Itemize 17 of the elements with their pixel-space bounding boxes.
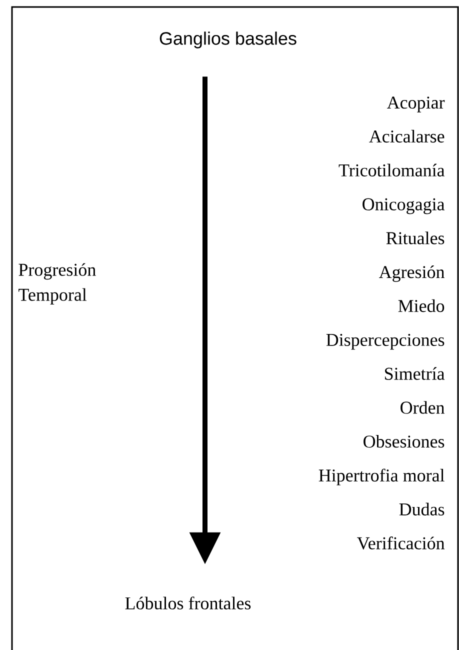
list-item: Agresión — [378, 266, 445, 282]
region-label: Lóbulos frontales — [125, 596, 251, 610]
list-item: Simetría — [385, 367, 445, 380]
list-item: Dudas — [399, 502, 444, 516]
region-label: Ganglios basales — [160, 32, 296, 48]
list-item: Rituales — [386, 232, 444, 244]
list-item: Acopiar — [387, 96, 445, 112]
list-item: Obsesiones — [364, 435, 444, 448]
list-item: Dispercepciones — [326, 334, 444, 350]
list-item: Miedo — [398, 299, 444, 312]
list-item: Hipertrofia moral — [318, 468, 444, 486]
list-item: Verificación — [357, 536, 445, 550]
list-item: Orden — [400, 401, 445, 414]
list-item: Tricotilomanía — [338, 164, 445, 176]
axis-label: Progresión Temporal — [18, 263, 96, 305]
list-item: Onicogagia — [362, 198, 445, 214]
list-item: Acicalarse — [369, 130, 444, 143]
